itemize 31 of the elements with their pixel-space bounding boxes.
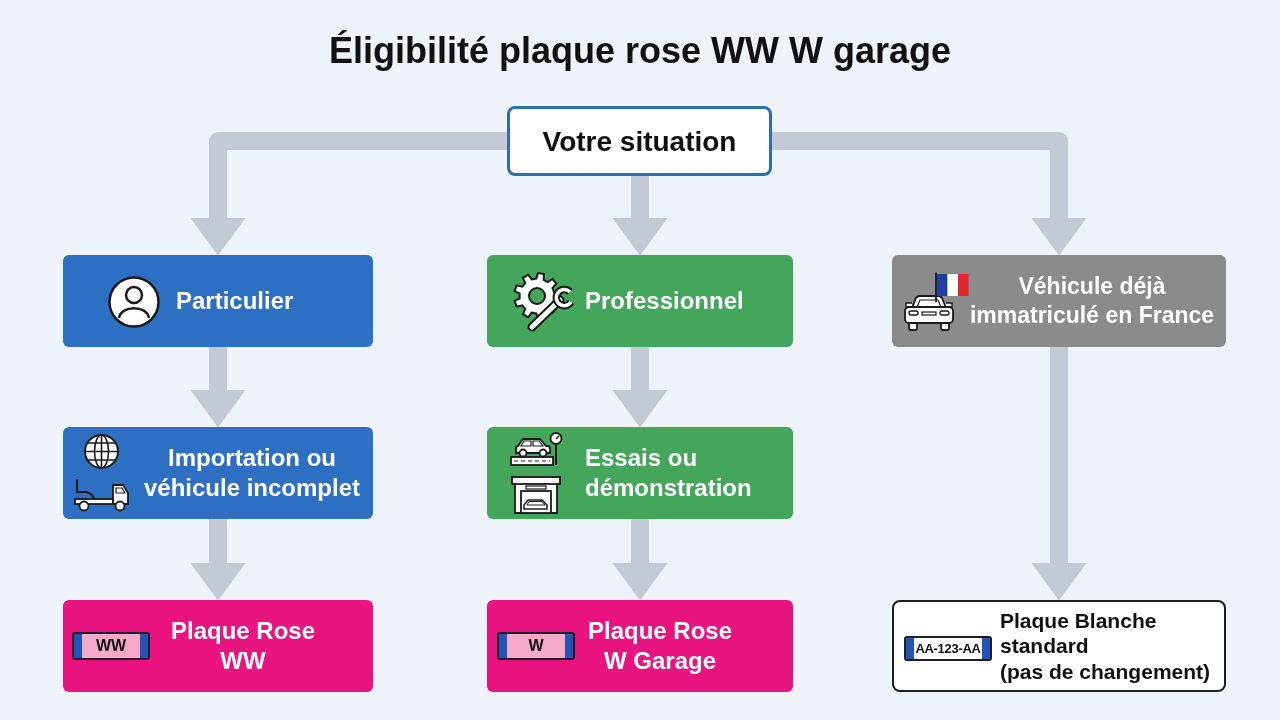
arrow bbox=[190, 347, 246, 428]
arrow bbox=[190, 519, 246, 601]
arrow bbox=[1031, 347, 1087, 601]
start-box bbox=[507, 106, 772, 176]
node-label: Plaque Rose WW bbox=[169, 616, 316, 676]
result-box bbox=[892, 600, 1226, 692]
arrow bbox=[190, 132, 507, 256]
node-subtext: (pas de changement) bbox=[1000, 658, 1211, 684]
arrow bbox=[612, 347, 668, 428]
license-plate: WW bbox=[72, 632, 150, 660]
node-label: Essais ou démonstration bbox=[585, 443, 753, 503]
node-label: Professionnel bbox=[585, 286, 744, 316]
license-plate: AA-123-AA bbox=[904, 636, 992, 661]
node-label: Véhicule déjà immatriculé en France bbox=[968, 272, 1216, 330]
category-box bbox=[892, 255, 1226, 347]
category-box bbox=[63, 255, 373, 347]
process-box bbox=[487, 427, 793, 519]
node-label: Importation ou véhicule incomplet bbox=[142, 443, 362, 503]
arrow bbox=[612, 519, 668, 601]
result-box bbox=[487, 600, 793, 692]
node-label: Votre situation bbox=[542, 124, 737, 159]
result-box bbox=[63, 600, 373, 692]
license-plate: W bbox=[497, 632, 575, 660]
node-label: Plaque Blanche standard bbox=[1000, 608, 1158, 659]
arrow bbox=[772, 132, 1087, 256]
category-box bbox=[487, 255, 793, 347]
arrow bbox=[612, 176, 668, 256]
diagram-title: Éligibilité plaque rose WW W garage bbox=[328, 30, 952, 72]
node-label: Plaque Rose W Garage bbox=[586, 616, 733, 676]
process-box bbox=[63, 427, 373, 519]
node-label: Particulier bbox=[176, 286, 294, 316]
